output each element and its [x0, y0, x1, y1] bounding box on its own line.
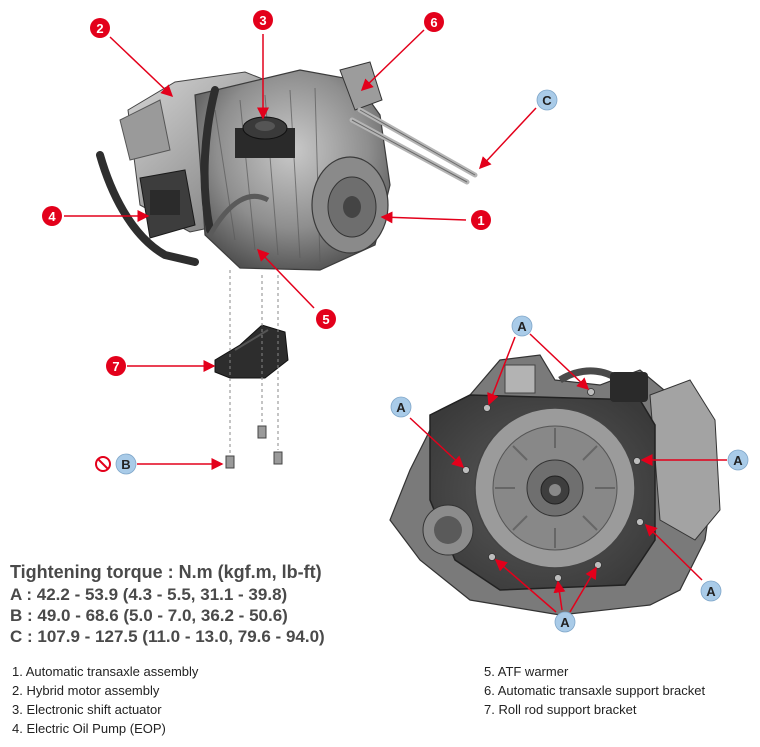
- callout-A-top: A: [511, 315, 533, 337]
- svg-text:6: 6: [430, 15, 437, 30]
- svg-text:C: C: [542, 93, 552, 108]
- svg-text:A: A: [706, 584, 716, 599]
- tightening-torque-spec: Tightening torque : N.m (kgf.m, lb-ft) A…: [10, 562, 325, 647]
- callout-5: 5: [316, 309, 336, 329]
- callout-A-lower-right: A: [700, 580, 722, 602]
- transaxle-assembly-illustration: [96, 61, 478, 469]
- legend-left: 1. Automatic transaxle assembly 2. Hybri…: [12, 662, 198, 738]
- svg-text:1: 1: [477, 213, 484, 228]
- svg-text:4: 4: [48, 209, 56, 224]
- svg-text:5: 5: [322, 312, 329, 327]
- callout-C: C: [536, 89, 558, 111]
- callout-4: 4: [42, 206, 62, 226]
- callout-3: 3: [253, 10, 273, 30]
- svg-text:B: B: [121, 457, 130, 472]
- callout-A-right: A: [727, 449, 749, 471]
- svg-text:3: 3: [259, 13, 266, 28]
- legend-item: 1. Automatic transaxle assembly: [12, 664, 199, 679]
- svg-text:A: A: [396, 400, 406, 415]
- legend-item: 4. Electric Oil Pump (EOP): [12, 721, 166, 736]
- callout-1: 1: [471, 210, 491, 230]
- legend-item: 7. Roll rod support bracket: [484, 702, 637, 717]
- svg-text:A: A: [517, 319, 527, 334]
- legend-item: 3. Electronic shift actuator: [12, 702, 162, 717]
- legend-right: 5. ATF warmer 6. Automatic transaxle sup…: [484, 662, 705, 719]
- svg-text:2: 2: [96, 21, 103, 36]
- callout-A-bottom: A: [554, 611, 576, 633]
- svg-text:7: 7: [112, 359, 119, 374]
- callout-B: B: [95, 453, 137, 475]
- callout-7: 7: [106, 356, 126, 376]
- legend-item: 5. ATF warmer: [484, 664, 569, 679]
- transaxle-face-view: [389, 354, 721, 616]
- svg-text:A: A: [560, 615, 570, 630]
- legend-item: 6. Automatic transaxle support bracket: [484, 683, 706, 698]
- torque-c: C : 107.9 - 127.5 (11.0 - 13.0, 79.6 - 9…: [10, 627, 325, 646]
- leader-arrows: [64, 29, 727, 613]
- torque-a: A : 42.2 - 53.9 (4.3 - 5.5, 31.1 - 39.8): [10, 585, 288, 604]
- callout-2: 2: [90, 18, 110, 38]
- torque-b: B : 49.0 - 68.6 (5.0 - 7.0, 36.2 - 50.6): [10, 606, 288, 625]
- callout-A-left: A: [390, 396, 412, 418]
- callout-6: 6: [424, 12, 444, 32]
- legend-item: 2. Hybrid motor assembly: [12, 683, 160, 698]
- svg-text:A: A: [733, 453, 743, 468]
- torque-title: Tightening torque : N.m (kgf.m, lb-ft): [10, 562, 322, 582]
